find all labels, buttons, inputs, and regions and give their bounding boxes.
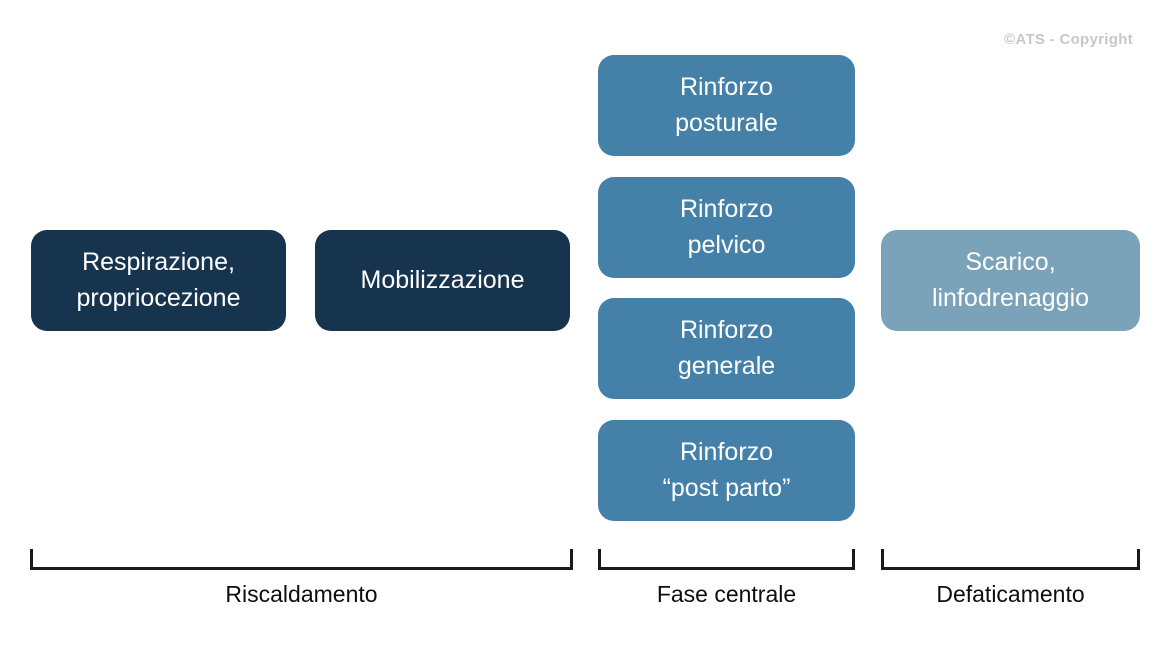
bracket-fase-centrale bbox=[598, 549, 855, 570]
box-rinforzo-posturale: Rinforzo posturale bbox=[598, 55, 855, 156]
copyright-watermark: ©ATS - Copyright bbox=[1004, 31, 1133, 48]
bracket-riscaldamento bbox=[30, 549, 573, 570]
box-scarico-linfodrenaggio: Scarico, linfodrenaggio bbox=[881, 230, 1140, 331]
bracket-defaticamento bbox=[881, 549, 1140, 570]
box-rinforzo-post-parto: Rinforzo “post parto” bbox=[598, 420, 855, 521]
box-rinforzo-pelvico: Rinforzo pelvico bbox=[598, 177, 855, 278]
box-mobilizzazione: Mobilizzazione bbox=[315, 230, 570, 331]
box-rinforzo-generale: Rinforzo generale bbox=[598, 298, 855, 399]
label-riscaldamento: Riscaldamento bbox=[225, 581, 378, 607]
box-respirazione-propriocezione: Respirazione, propriocezione bbox=[31, 230, 286, 331]
label-fase-centrale: Fase centrale bbox=[656, 581, 797, 607]
label-defaticamento: Defaticamento bbox=[936, 581, 1085, 607]
